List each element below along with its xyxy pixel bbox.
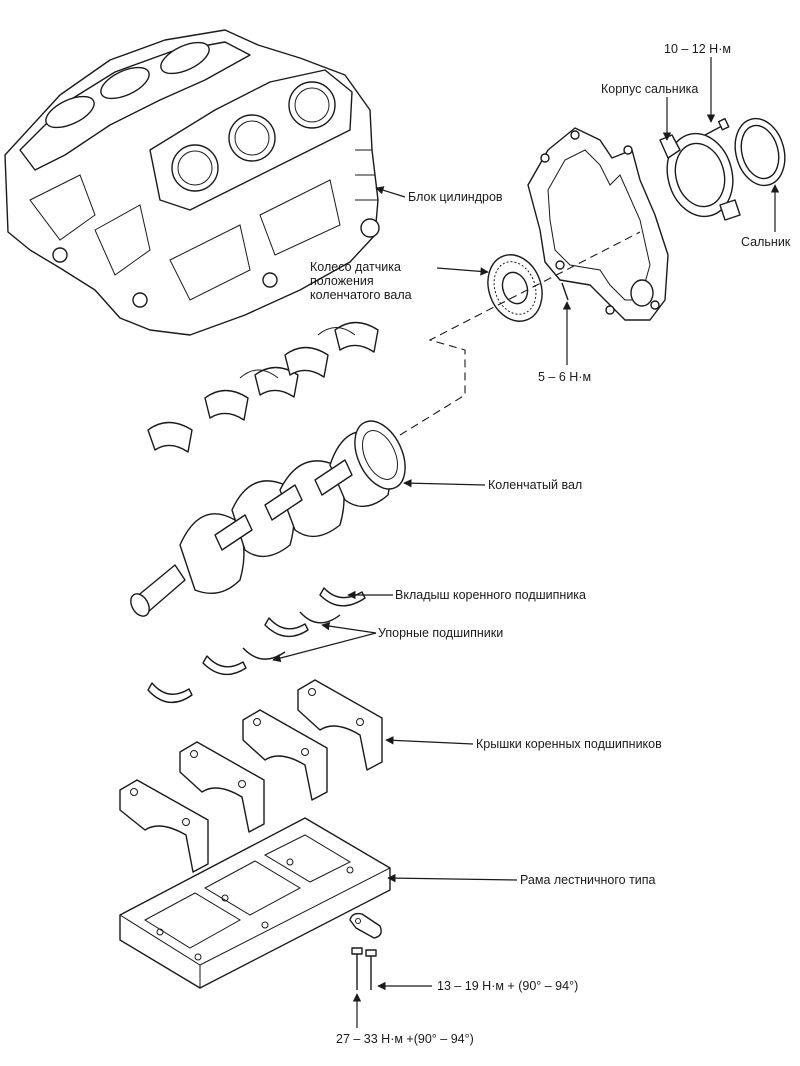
label-seal-housing: Корпус сальника: [601, 82, 698, 96]
label-main-bearing-shell: Вкладыш коренного подшипника: [395, 588, 586, 602]
crankshaft: [130, 420, 406, 617]
bolt-icon: [561, 282, 569, 301]
upper-bearing-shells: [147, 321, 379, 453]
oil-seal: [734, 117, 786, 187]
label-ckp-wheel-1: Колесо датчика: [310, 260, 401, 274]
leader-crankshaft: [403, 478, 486, 488]
label-seal-housing-torque: 10 – 12 Н·м: [664, 42, 731, 56]
bolt-icon: [365, 949, 377, 990]
label-oil-seal: Сальник: [741, 235, 791, 249]
main-bearing-caps: [119, 679, 383, 873]
leader-thrust-bearing-1: [321, 621, 377, 634]
bearing-cap: [179, 741, 265, 833]
ckp-wheel: [487, 254, 543, 322]
cylinder-block: [4, 29, 380, 336]
label-ckp-wheel-3: коленчатого вала: [310, 288, 412, 302]
axis-line: [399, 231, 641, 436]
label-ckp-wheel-2: положения: [310, 274, 374, 288]
oil-seal-housing: [659, 132, 741, 221]
bolt-icon: [704, 117, 730, 136]
bearing-cap: [242, 709, 328, 801]
bearing-cap: [119, 779, 209, 873]
label-frame-bolt-torque: 13 – 19 Н·м + (90° – 94°): [437, 979, 578, 993]
label-cylinder-block: Блок цилиндров: [408, 190, 503, 204]
leader-main-bearing-caps: [385, 736, 474, 745]
leader-thrust-bearing-2: [272, 632, 377, 663]
bolt-icon: [349, 912, 382, 939]
ladder-frame: [119, 817, 391, 989]
label-ckp-wheel-torque: 5 – 6 Н·м: [538, 370, 591, 384]
leader-ckp-wheel: [436, 267, 489, 276]
label-crankshaft: Коленчатый вал: [488, 478, 582, 492]
leader-cylinder-block: [375, 186, 406, 198]
label-cap-bolt-torque: 27 – 33 Н·м +(90° – 94°): [336, 1032, 474, 1046]
bearing-cap: [297, 679, 383, 771]
lower-bearing-shells: [147, 587, 366, 703]
bolt-icon: [351, 947, 363, 990]
label-thrust-bearings: Упорные подшипники: [378, 626, 503, 640]
leader-ladder-frame: [387, 873, 518, 883]
label-main-bearing-caps: Крышки коренных подшипников: [476, 737, 662, 751]
rear-plate: [527, 127, 669, 321]
label-ladder-frame: Рама лестничного типа: [520, 873, 656, 887]
